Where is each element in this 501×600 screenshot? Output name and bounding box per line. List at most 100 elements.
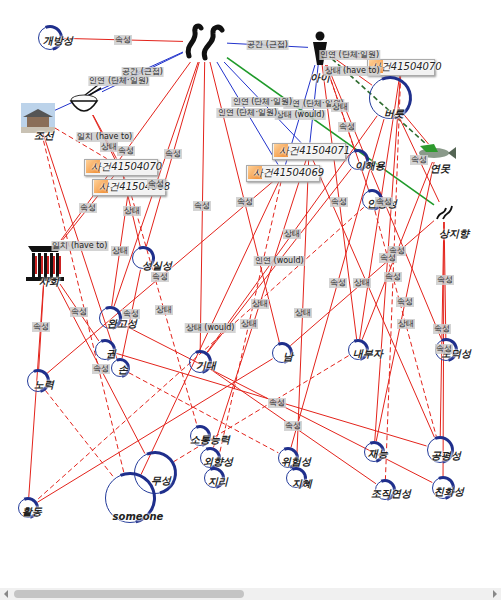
node-label: 재능 bbox=[368, 447, 388, 461]
node-label: 조선 bbox=[34, 129, 54, 143]
relation-line bbox=[36, 207, 364, 500]
node-label: 위험성 bbox=[281, 455, 311, 469]
relation-label: 인연 (단체·일원) bbox=[232, 97, 293, 107]
relation-label: 상태 bbox=[100, 142, 118, 152]
concept-circle: 지혜 bbox=[285, 467, 307, 489]
relation-label: 일치 (have to) bbox=[76, 132, 133, 142]
relation-line bbox=[116, 353, 427, 446]
concept-circle: 조직연성 bbox=[374, 479, 396, 501]
relation-label: 속성 bbox=[396, 297, 414, 307]
circle-arc bbox=[278, 342, 293, 364]
relation-label: 속성 bbox=[410, 155, 428, 165]
shrine-stripe bbox=[35, 256, 37, 274]
relation-label: 속성 bbox=[375, 197, 393, 207]
relation-label: 인연 (단체·일원) bbox=[319, 50, 380, 60]
relation-label: 상태 bbox=[294, 308, 312, 318]
relation-line bbox=[37, 359, 272, 503]
relation-label: 속성 bbox=[70, 307, 88, 317]
relation-label: 속성 bbox=[329, 278, 347, 288]
node-label: 상지향 bbox=[439, 227, 469, 241]
relation-label: 상태 bbox=[397, 319, 415, 329]
relation-label: 상태 (would) bbox=[275, 110, 326, 120]
relation-label: 속성 bbox=[32, 322, 50, 332]
snake-icon bbox=[204, 27, 222, 58]
relation-label: 속성 bbox=[284, 421, 302, 431]
relation-label: 인연 (단체·일원) bbox=[88, 76, 149, 86]
concept-circle: 소통능력 bbox=[189, 425, 211, 447]
relation-label: 속성 bbox=[338, 122, 356, 132]
node-label: 연못 bbox=[430, 162, 450, 176]
concept-circle: 활동 bbox=[17, 497, 39, 519]
relation-line bbox=[399, 118, 439, 202]
relation-line bbox=[60, 284, 99, 341]
relation-line bbox=[210, 369, 376, 484]
relation-label: 속성 bbox=[435, 344, 453, 354]
relation-line bbox=[47, 182, 273, 374]
snake-shape bbox=[183, 22, 227, 62]
concept-circle: 이해용 bbox=[347, 149, 369, 171]
shrine-stripe bbox=[53, 256, 55, 274]
relation-label: 상태 bbox=[240, 319, 258, 329]
relation-label: 상태 bbox=[155, 305, 173, 315]
relation-label: 속성 bbox=[79, 203, 97, 213]
circ-shape bbox=[133, 451, 177, 495]
concept-circle: someone bbox=[104, 472, 156, 524]
scrollbar-thumb bbox=[14, 590, 244, 598]
palace-sky bbox=[21, 103, 55, 133]
palace-roof bbox=[23, 109, 53, 117]
relation-line bbox=[290, 221, 434, 346]
relation-label: 상태 (would) bbox=[185, 323, 236, 333]
concept-circle: 재능 bbox=[363, 441, 385, 463]
shrine-stripe bbox=[59, 256, 61, 274]
relation-label: 속성 bbox=[379, 253, 397, 263]
relation-line bbox=[404, 115, 428, 144]
relation-line bbox=[131, 196, 197, 426]
node-label: 개방성 bbox=[43, 34, 73, 48]
relation-label: 속성 bbox=[268, 398, 286, 408]
node-label: 조직연성 bbox=[371, 487, 411, 501]
concept-circle: 완고성 bbox=[98, 306, 122, 330]
bowl-icon bbox=[71, 101, 97, 111]
circle-arc bbox=[101, 339, 116, 361]
relation-line bbox=[376, 162, 434, 441]
concept-circle: 남 bbox=[271, 342, 293, 364]
node-label: 공평성 bbox=[431, 449, 461, 463]
event-id: 사건41504070 bbox=[371, 60, 442, 74]
relation-label: 인연 (단체·일원) bbox=[217, 108, 278, 118]
node-label: 성실성 bbox=[142, 259, 172, 273]
event-box: 사건41504069 bbox=[246, 165, 320, 182]
concept-circle: 손 bbox=[110, 358, 130, 378]
relation-line bbox=[207, 116, 377, 352]
shrine-stripe bbox=[47, 256, 49, 274]
event-id: 사건41504070 bbox=[91, 160, 162, 174]
shrine-stripe bbox=[41, 256, 43, 274]
node-label: 손 bbox=[118, 363, 128, 377]
relation-label: 상태 bbox=[353, 278, 371, 288]
fish-fin bbox=[420, 144, 438, 152]
icon-node: 상지향 bbox=[434, 202, 454, 222]
relation-label: 속성 bbox=[147, 179, 165, 189]
event-id: 사건41504069 bbox=[253, 166, 324, 180]
person-head bbox=[316, 32, 325, 41]
node-label: 무성 bbox=[151, 474, 171, 488]
squig-shape bbox=[434, 202, 454, 222]
shrine-post bbox=[32, 253, 35, 277]
relation-label: 속성 bbox=[384, 272, 402, 282]
concept-circle: 무성 bbox=[133, 451, 177, 495]
relation-line bbox=[61, 62, 190, 240]
concept-circle: 내부자 bbox=[347, 339, 369, 361]
node-label: 권 bbox=[106, 347, 116, 361]
node-label: 지혜 bbox=[292, 477, 312, 491]
concept-circle: 성실성 bbox=[131, 246, 155, 270]
fish-tail bbox=[448, 147, 456, 159]
relation-label: 상태 bbox=[283, 229, 301, 239]
node-label: 기대 bbox=[196, 359, 216, 373]
concept-circle: 기대 bbox=[188, 350, 212, 374]
node-label: 친화성 bbox=[434, 485, 464, 499]
node-label: 소통능력 bbox=[190, 433, 230, 447]
concept-circle: 버릇 bbox=[368, 76, 412, 120]
node-label: 지리 bbox=[208, 475, 228, 489]
node-label: someone bbox=[113, 511, 164, 522]
